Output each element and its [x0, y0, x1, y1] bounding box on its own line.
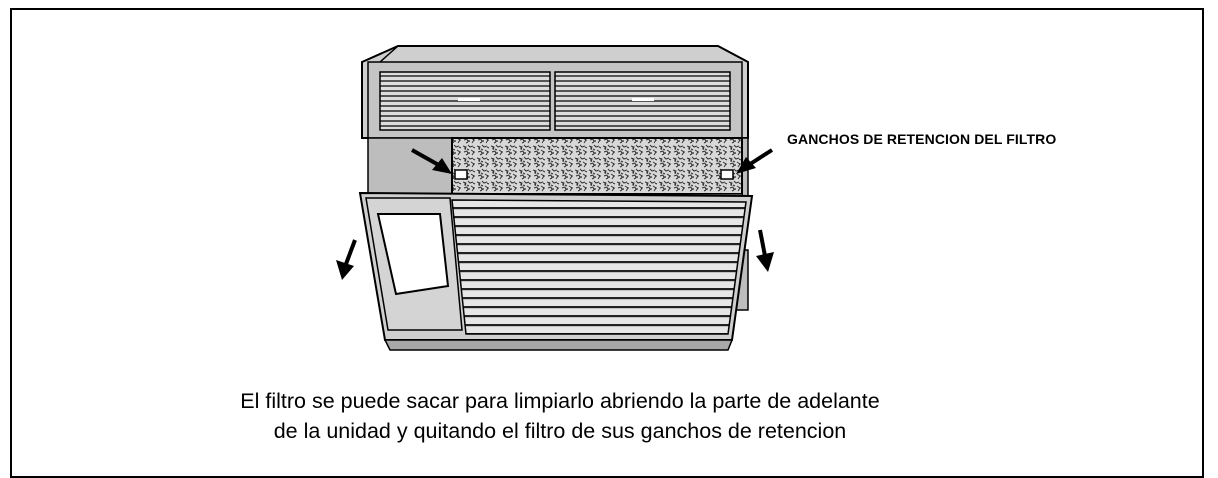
filter-clips-callout: GANCHOS DE RETENCION DEL FILTRO — [787, 131, 1057, 147]
arrow-right-clip-icon — [736, 148, 774, 174]
right-retention-clip — [720, 169, 734, 180]
air-filter — [451, 137, 743, 201]
air-conditioner-illustration — [336, 45, 774, 351]
control-panel-window — [365, 197, 463, 331]
caption-line-1: El filtro se puede sacar para limpiarlo … — [240, 389, 880, 413]
arrow-left-clip-icon — [411, 148, 452, 174]
front-louvre-grille — [451, 199, 747, 335]
top-air-grille — [379, 71, 731, 131]
arrow-down-left-icon — [336, 239, 357, 280]
left-retention-clip — [454, 169, 468, 180]
arrow-down-right-icon — [756, 229, 774, 272]
figure-caption: El filtro se puede sacar para limpiarlo … — [120, 386, 1000, 446]
caption-line-2: de la unidad y quitando el filtro de sus… — [273, 419, 847, 443]
